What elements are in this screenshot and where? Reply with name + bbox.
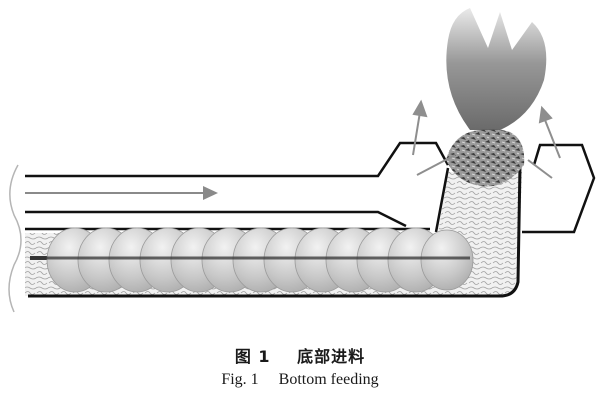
air-duct [25,141,450,231]
break-line [8,164,22,313]
air-flow-arrow-icon [25,186,218,200]
caption-cn-title: 底部进料 [297,347,366,366]
caption-english: Fig. 1 Bottom feeding [0,371,600,389]
screw-flights [30,227,474,293]
caption-cn-label: 图 1 [234,347,271,366]
flame-icon [446,8,547,130]
right-air-duct [522,143,596,234]
caption-en-label: Fig. 1 [221,371,259,388]
hot-gas-arrows [412,99,561,179]
burning-fuel-bed [446,129,525,187]
caption-en-title: Bottom feeding [278,371,379,388]
bottom-feeding-diagram [8,8,596,313]
caption-chinese: 图 1 底部进料 [0,343,600,367]
